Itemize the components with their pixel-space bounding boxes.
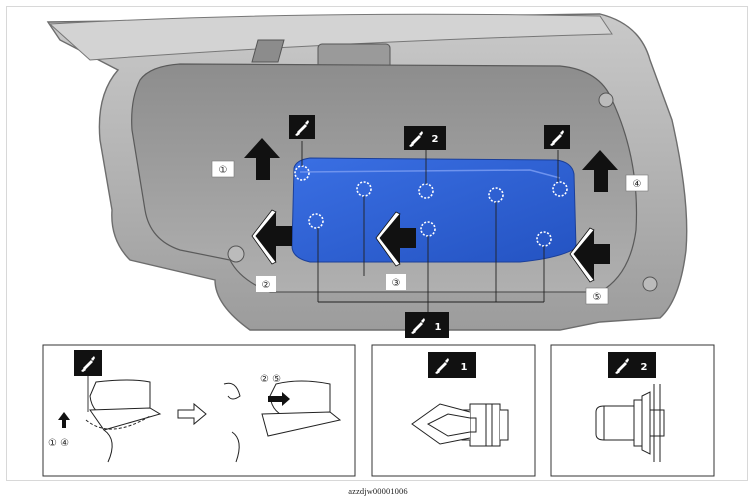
arrow-left-1: [251, 209, 292, 265]
liftgate-top-ledge: [48, 13, 613, 61]
body-flange-before: [103, 429, 113, 463]
detail-clip-2: 2: [550, 344, 715, 477]
step-label-2: ②: [256, 276, 276, 292]
tool-tag-clip-remover: [74, 350, 102, 376]
svg-text:②: ②: [262, 280, 271, 291]
trim-panel-crease: [299, 169, 561, 179]
body-flange-after-bottom: [231, 431, 240, 463]
svg-text:2: 2: [641, 362, 648, 373]
clip-marker: [308, 213, 324, 229]
svg-text:④: ④: [633, 179, 642, 190]
step-label-2-5: ② ⑤: [260, 374, 281, 385]
figure-frame: [6, 6, 748, 481]
arrow-left-2: [375, 211, 416, 267]
main-view: ① ② ③ ④ ⑤ 2: [46, 13, 688, 338]
trim-panel: [291, 157, 577, 263]
clip-type-1-drawing: [411, 403, 509, 447]
step-label-3: ③: [386, 274, 406, 290]
clip-path-dashed: [85, 415, 151, 430]
svg-text:1: 1: [435, 322, 442, 333]
figure-caption: azzdjw00001006: [348, 486, 408, 496]
clip-type-2-drawing: [595, 384, 665, 462]
svg-text:⑤: ⑤: [593, 292, 602, 303]
svg-text:2: 2: [432, 134, 439, 145]
arrow-right-small: [268, 392, 290, 406]
arrow-up-small: [58, 412, 70, 428]
tool-tag-clip-remover-2: 2: [404, 126, 446, 150]
arrow-up-left: [244, 138, 280, 180]
left-bumper: [227, 245, 245, 263]
svg-text:①: ①: [219, 165, 228, 176]
tool-tag-clip-remover-1: 1: [405, 312, 449, 338]
process-arrow-icon: [177, 402, 207, 426]
arrow-left-3: [569, 227, 610, 283]
emblem-icon: [251, 39, 285, 63]
right-bumper-top: [598, 92, 614, 108]
tool-tag-clip-remover-1: 1: [428, 352, 476, 378]
tool-tag-clip-remover: [289, 115, 315, 139]
arrow-up-right: [582, 150, 618, 192]
leader-lines: [301, 141, 559, 318]
step-label-4: ④: [625, 174, 649, 192]
detail-removal-steps: ① ④ ② ⑤: [42, 344, 356, 477]
step-label-1-4: ① ④: [48, 438, 69, 449]
step-label-1: ①: [211, 160, 235, 178]
step-label-5: ⑤: [585, 287, 609, 305]
trim-edge-before-lip: [89, 407, 162, 431]
body-flange-after-top: [223, 382, 241, 400]
svg-text:1: 1: [461, 362, 468, 373]
tool-tag-clip-remover-right: [544, 125, 570, 149]
clip-marker: [552, 181, 568, 197]
detail-clip-1: 1: [371, 344, 536, 477]
svg-text:③: ③: [392, 278, 401, 289]
trim-edge-after-lip: [261, 411, 342, 437]
tool-tag-clip-remover-2: 2: [608, 352, 656, 378]
right-bumper-bottom: [642, 276, 658, 292]
